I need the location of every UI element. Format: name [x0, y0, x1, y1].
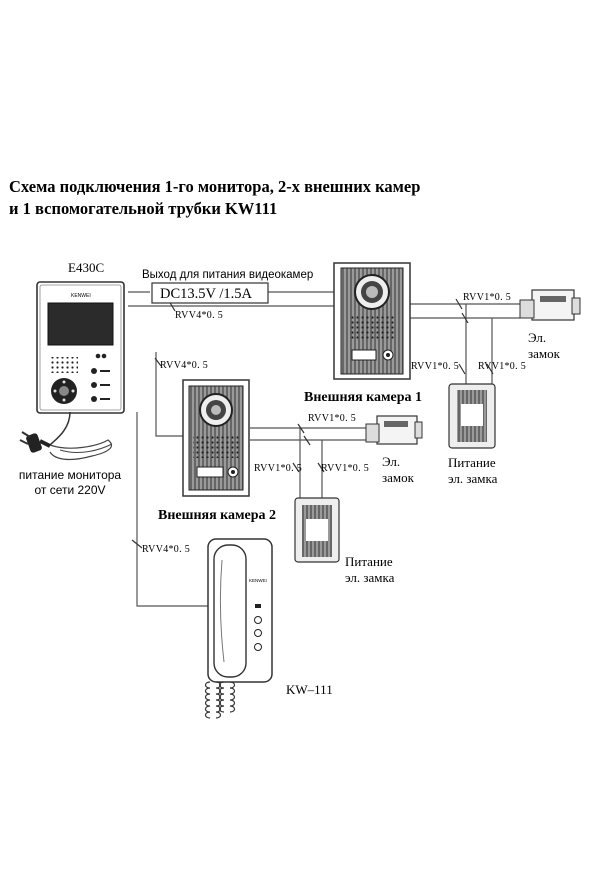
monitor-buttons-icon	[91, 353, 110, 402]
wire-psu-to-camera1	[268, 291, 337, 305]
handset-coiled-cord-icon	[204, 681, 236, 719]
outdoor-camera-1	[333, 262, 411, 380]
monitor-screen	[47, 302, 114, 346]
camera1-psu-label-1: Питание	[448, 455, 496, 470]
cable-label-camera1-psu-a: RVV1*0. 5	[411, 361, 459, 372]
handset-brand: KENWEI	[249, 578, 267, 583]
outdoor-camera-2	[182, 379, 250, 497]
cable-label-monitor-camera1: RVV4*0. 5	[175, 310, 223, 321]
title-line-1: Схема подключения 1-го монитора, 2-х вне…	[9, 177, 421, 196]
camera1-label: Внешняя камера 1	[304, 390, 422, 405]
mains-note-line-1: питание монитора	[19, 468, 122, 482]
monitor-speaker-icon	[50, 357, 78, 373]
wire-monitor-to-camera2	[155, 352, 183, 437]
electric-lock-2-icon	[365, 415, 423, 445]
cable-label-camera2-psu-b: RVV1*0. 5	[321, 463, 369, 474]
camera2-label: Внешняя камера 2	[158, 508, 276, 523]
monitor-brand: KENWEI	[71, 293, 91, 299]
cable-label-monitor-handset: RVV4*0. 5	[142, 544, 190, 555]
cable-label-camera1-psu-b: RVV1*0. 5	[478, 361, 526, 372]
camera1-lock-label-1: Эл.	[528, 330, 546, 345]
psu-caption: Выход для питания видеокамер	[142, 269, 313, 281]
camera2-psu-label-1: Питание	[345, 554, 393, 569]
handset-model-label: KW–111	[286, 682, 333, 697]
wire-monitor-to-handset	[136, 412, 210, 607]
mains-plug-icon	[19, 411, 113, 461]
handset-kw111: KENWEI	[207, 538, 273, 683]
monitor-model-label: E430C	[68, 260, 104, 275]
cable-label-camera2-lock: RVV1*0. 5	[308, 413, 356, 424]
title-line-2: и 1 вспомогательной трубки KW111	[9, 199, 278, 218]
diagram-title: Схема подключения 1-го монитора, 2-х вне…	[9, 176, 589, 220]
camera1-psu-label-2: эл. замка	[448, 471, 498, 486]
cable-label-camera2-psu-a: RVV1*0. 5	[254, 463, 302, 474]
camera1-lock-label-2: замок	[528, 346, 561, 361]
camera2-lock-label-2: замок	[382, 470, 415, 485]
psu-rating: DC13.5V /1.5A	[160, 286, 253, 302]
electric-lock-1-icon	[519, 289, 581, 321]
camera2-lock-label-1: Эл.	[382, 454, 400, 469]
monitor-e430c: KENWEI	[36, 281, 125, 414]
psu-box	[151, 282, 269, 304]
camera2-psu-label-2: эл. замка	[345, 570, 395, 585]
mains-note-line-2: от сети 220V	[34, 483, 105, 497]
cable-label-monitor-camera2: RVV4*0. 5	[160, 360, 208, 371]
lock-power-supply-2-icon	[294, 497, 340, 563]
cable-label-camera1-lock: RVV1*0. 5	[463, 292, 511, 303]
lock-power-supply-1-icon	[448, 383, 496, 449]
